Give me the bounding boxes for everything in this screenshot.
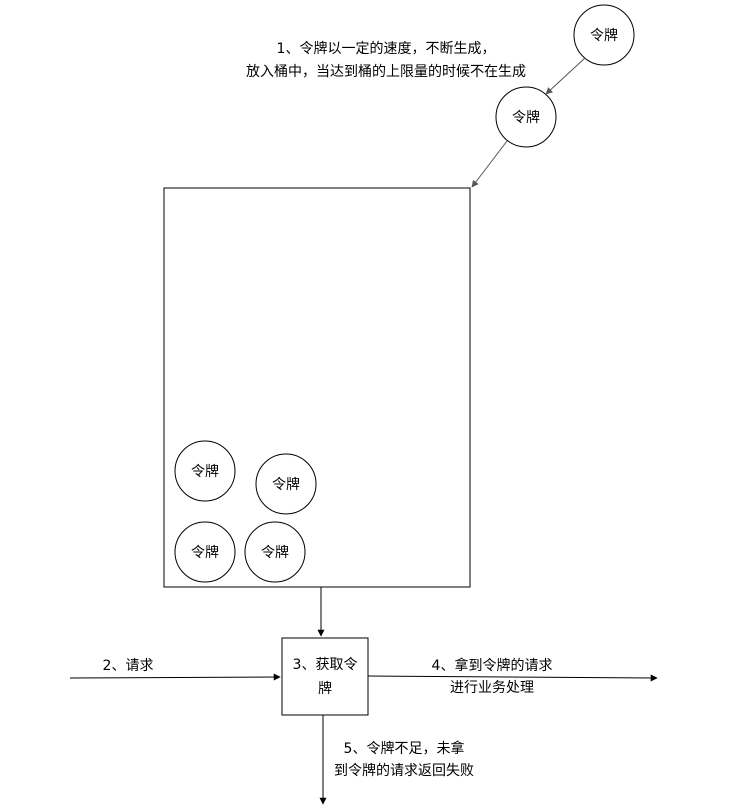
success-note-line1: 4、拿到令牌的请求 <box>432 657 553 674</box>
svg-text:令牌: 令牌 <box>261 544 289 561</box>
generate-note-line1: 1、令牌以一定的速度，不断生成， <box>277 40 496 57</box>
svg-text:令牌: 令牌 <box>512 109 540 126</box>
generate-note-line2: 放入桶中，当达到桶的上限量的时候不在生成 <box>246 64 526 80</box>
svg-text:令牌: 令牌 <box>272 476 300 493</box>
arrow-falling-to-bucket <box>471 140 508 188</box>
arrow-generate-to-falling <box>545 57 586 95</box>
token-falling: 令牌 <box>495 86 557 148</box>
acquire-token-line1: 3、获取令 <box>293 657 358 673</box>
svg-text:令牌: 令牌 <box>191 544 219 561</box>
token-bucket <box>163 187 471 588</box>
failure-note-line2: 到令牌的请求返回失败 <box>334 762 474 779</box>
svg-text:令牌: 令牌 <box>590 27 618 44</box>
token-in-bucket-2: 令牌 <box>255 453 317 515</box>
arrow-request <box>69 673 281 681</box>
arrow-success <box>367 674 658 682</box>
token-in-bucket-3: 令牌 <box>174 521 236 583</box>
acquire-token-line2: 牌 <box>318 680 332 697</box>
token-in-bucket-1: 令牌 <box>174 440 236 502</box>
svg-text:令牌: 令牌 <box>191 463 219 480</box>
token-generated-top: 令牌 <box>573 4 635 66</box>
token-in-bucket-4: 令牌 <box>244 521 306 583</box>
success-note-line2: 进行业务处理 <box>450 680 534 696</box>
acquire-token-box <box>281 637 369 716</box>
failure-note-line1: 5、令牌不足，未拿 <box>344 740 465 757</box>
request-label: 2、请求 <box>103 658 154 674</box>
